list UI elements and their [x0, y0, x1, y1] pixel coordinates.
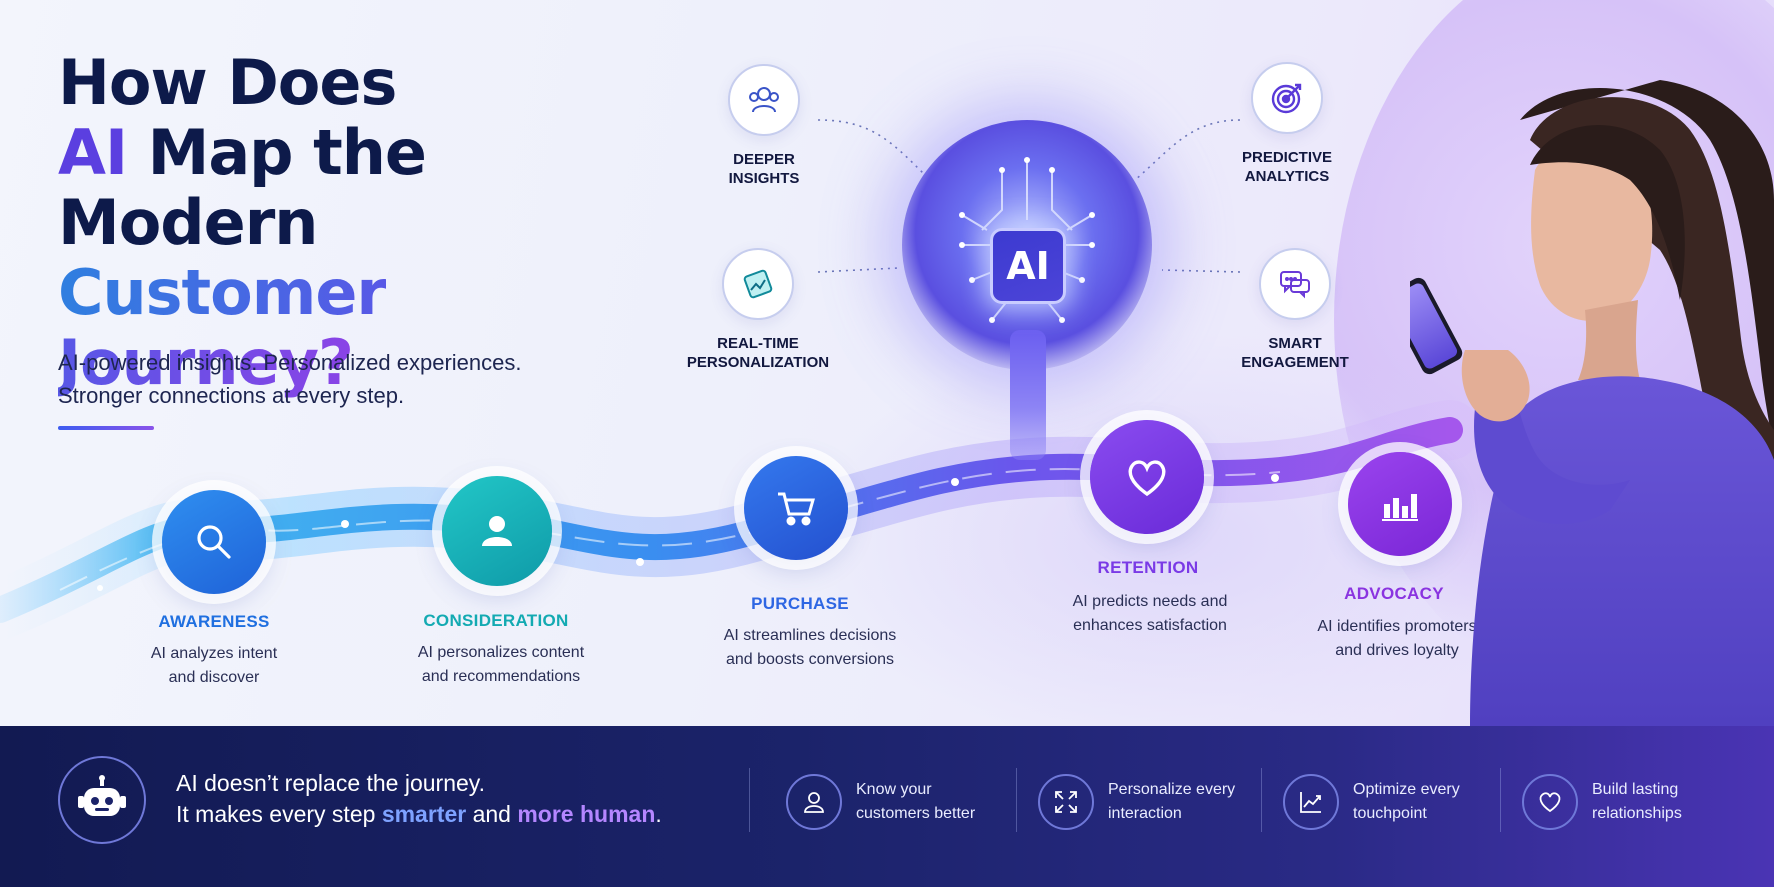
brain-stem: [1010, 330, 1046, 460]
divider: [1261, 768, 1262, 832]
footer-message-line-1: AI doesn’t replace the journey.: [176, 770, 485, 796]
title-line-2: Map the: [127, 116, 427, 189]
divider: [1500, 768, 1501, 832]
heart-icon: [1128, 460, 1166, 497]
step-awareness-title: AWARENESS: [158, 612, 270, 631]
journey-sparkles: [97, 474, 1279, 591]
step-retention-title: RETENTION: [1097, 558, 1199, 577]
step-purchase-node: [744, 456, 848, 560]
highlight-more-human: more human: [517, 801, 656, 827]
highlight-smarter: smarter: [381, 801, 467, 827]
search-icon: [197, 525, 231, 559]
footer-bar: AI doesn’t replace the journey. It makes…: [0, 726, 1774, 887]
subtitle-line-1: AI-powered insights. Personalized experi…: [58, 350, 522, 375]
heart-outline-icon: [1522, 774, 1578, 830]
personalization-icon: [722, 248, 794, 320]
expand-arrows-icon: [1038, 774, 1094, 830]
ai-chip: AI: [990, 228, 1066, 304]
person-icon: [482, 516, 512, 546]
footer-message-line-2: It makes every step smarter and more hum…: [176, 801, 662, 827]
title-line-3: Modern: [58, 186, 318, 259]
step-consideration-title: CONSIDERATION: [423, 611, 569, 630]
step-awareness-node: [162, 490, 266, 594]
footer-message: AI doesn’t replace the journey. It makes…: [176, 768, 736, 830]
person-outline-icon: [786, 774, 842, 830]
divider: [749, 768, 750, 832]
title-line-1: How Does: [58, 46, 397, 119]
bar-chart-icon: [1382, 494, 1418, 521]
users-icon: [728, 64, 800, 136]
subtitle: AI-powered insights. Personalized experi…: [58, 346, 618, 412]
trend-line-icon: [1283, 774, 1339, 830]
woman-with-phone-illustration: [1410, 80, 1774, 726]
feature-connectors: [817, 119, 1241, 273]
step-advocacy-title: ADVOCACY: [1344, 584, 1444, 603]
cart-icon: [778, 492, 815, 526]
divider: [1016, 768, 1017, 832]
title-accent: AI: [58, 116, 128, 189]
robot-icon: [58, 756, 146, 844]
subtitle-line-2: Stronger connections at every step.: [58, 383, 405, 408]
page-title: How Does AI Map the Modern Customer Jour…: [58, 48, 698, 398]
title-line-4: Customer Journey?: [58, 256, 387, 399]
step-consideration-node: [442, 476, 552, 586]
chat-icon: [1259, 248, 1331, 320]
step-purchase-title: PURCHASE: [751, 594, 849, 613]
target-icon: [1251, 62, 1323, 134]
step-advocacy-node: [1348, 452, 1452, 556]
step-retention-node: [1090, 420, 1204, 534]
subtitle-underline: [58, 426, 154, 430]
